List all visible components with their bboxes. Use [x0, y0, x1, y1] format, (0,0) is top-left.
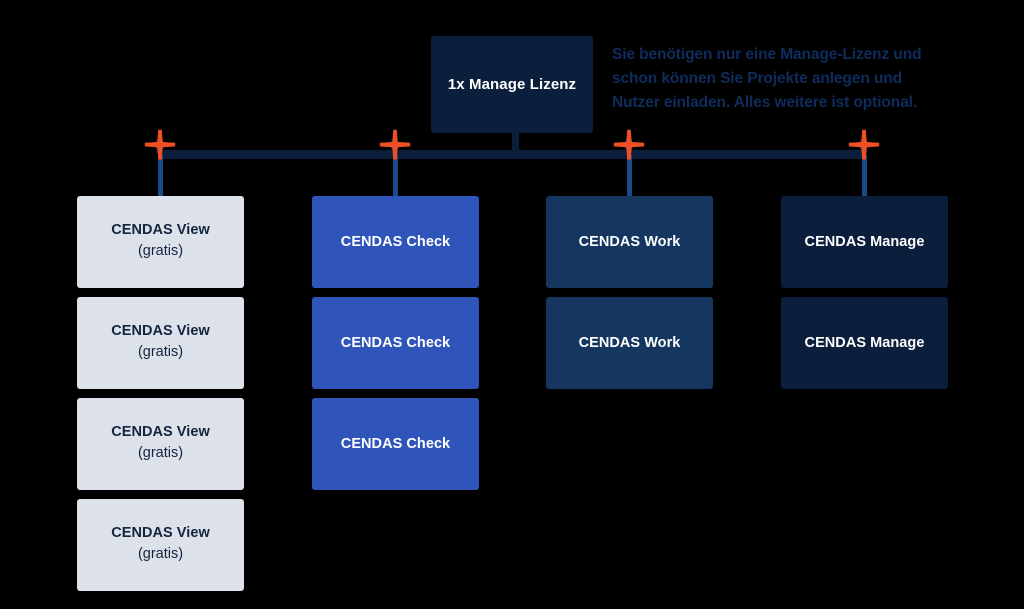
card-check[interactable]: CENDAS Check — [312, 398, 479, 490]
column-check: CENDAS Check CENDAS Check CENDAS Check — [312, 196, 479, 499]
card-check[interactable]: CENDAS Check — [312, 196, 479, 288]
card-title: CENDAS View — [111, 222, 210, 238]
card-view[interactable]: CENDAS View (gratis) — [77, 398, 244, 490]
card-sublabel: (gratis) — [137, 344, 184, 360]
caption-line-2: schon können Sie Projekte anlegen und — [612, 70, 902, 87]
connector-drop-view — [158, 155, 163, 197]
card-manage[interactable]: CENDAS Manage — [781, 297, 948, 389]
card-sublabel: (gratis) — [137, 243, 184, 259]
caption-text: Sie benötigen nur eine Manage-Lizenz und… — [612, 43, 984, 115]
caption-line-1: Sie benötigen nur eine Manage-Lizenz und — [612, 46, 922, 63]
connector-license-to-bus — [512, 133, 519, 153]
connector-drop-check — [393, 155, 398, 197]
card-title: CENDAS View — [111, 525, 210, 541]
card-title: CENDAS Work — [578, 233, 681, 250]
card-title: CENDAS View — [111, 424, 210, 440]
card-sublabel: (gratis) — [137, 445, 184, 461]
card-view[interactable]: CENDAS View (gratis) — [77, 196, 244, 288]
plus-icon — [613, 129, 645, 161]
card-sublabel: (gratis) — [137, 546, 184, 562]
connector-horizontal-bus — [160, 150, 866, 159]
manage-license-label: 1x Manage Lizenz — [447, 76, 577, 93]
card-check[interactable]: CENDAS Check — [312, 297, 479, 389]
card-title: CENDAS Check — [340, 233, 451, 250]
plus-icon — [848, 129, 880, 161]
connector-drop-manage — [862, 155, 867, 197]
card-title: CENDAS Check — [340, 435, 451, 452]
card-title: CENDAS Manage — [804, 233, 925, 250]
card-work[interactable]: CENDAS Work — [546, 196, 713, 288]
card-title: CENDAS Check — [340, 334, 451, 351]
card-title: CENDAS View — [111, 323, 210, 339]
card-title: CENDAS Work — [578, 334, 681, 351]
manage-license-box: 1x Manage Lizenz — [431, 36, 593, 133]
connector-drop-work — [627, 155, 632, 197]
card-manage[interactable]: CENDAS Manage — [781, 196, 948, 288]
column-view: CENDAS View (gratis) CENDAS View (gratis… — [77, 196, 244, 600]
card-view[interactable]: CENDAS View (gratis) — [77, 297, 244, 389]
card-work[interactable]: CENDAS Work — [546, 297, 713, 389]
caption-line-3: Nutzer einladen. Alles weitere ist optio… — [612, 94, 918, 111]
column-work: CENDAS Work CENDAS Work — [546, 196, 713, 398]
plus-icon — [144, 129, 176, 161]
plus-icon — [379, 129, 411, 161]
column-manage: CENDAS Manage CENDAS Manage — [781, 196, 948, 398]
card-view[interactable]: CENDAS View (gratis) — [77, 499, 244, 591]
card-title: CENDAS Manage — [804, 334, 925, 351]
